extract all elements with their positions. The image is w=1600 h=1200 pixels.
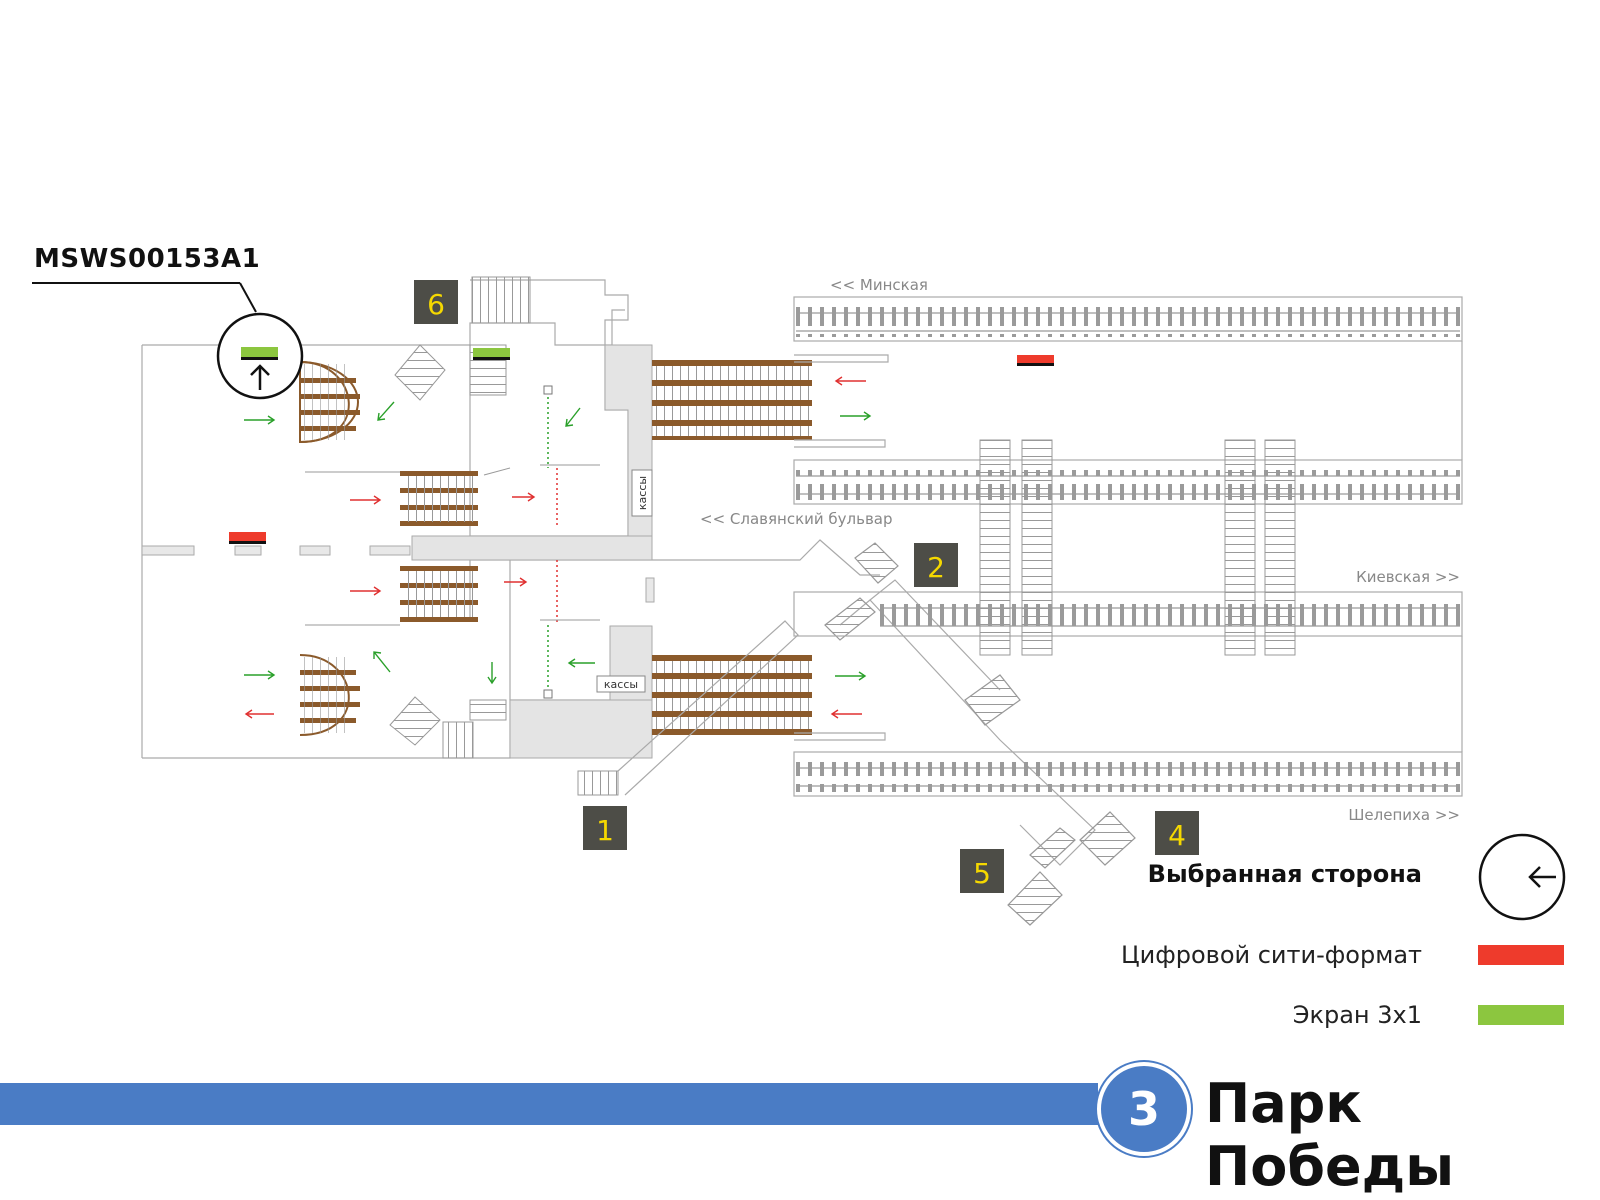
exit-6-box: 6 [414,280,458,324]
legend-screen-label: Экран 3х1 [1292,1001,1422,1029]
ad-digital-city-format-hall [229,532,266,544]
svg-text:6: 6 [427,288,445,321]
metro-line-bar [0,1083,1098,1125]
escalator-block-mid-lower [400,566,478,622]
escalator-semicircle-top [299,360,360,444]
escalator-block-mid-upper [400,471,478,526]
exit-2-box: 2 [914,543,958,587]
turnstiles [305,385,600,699]
arrow-up-icon [250,364,270,390]
legend-selected-side: Выбранная сторона [1147,860,1422,888]
escalator-block-platform-lower [652,655,812,735]
kassy-label-lower: кассы [604,678,638,691]
platform-outline [793,296,1463,797]
exit-5-box: 5 [960,849,1004,893]
selected-panel-marker [32,282,304,400]
tracks [796,307,1460,792]
legend-digital-label: Цифровой сити-формат [1121,941,1422,969]
panel-code: MSWS00153A1 [34,244,261,274]
direction-slavyansky-bulvar: << Славянский бульвар [700,510,893,528]
escalator-block-platform-upper [652,360,812,440]
exit-passages [617,542,1136,926]
cross-platform-stairs [979,439,1296,656]
direction-shelepikha: Шелепиха >> [1348,806,1460,824]
arrow-left-icon [1528,866,1556,888]
exit-1-box: 1 [583,806,627,850]
kassy-label-upper: кассы [636,476,649,510]
station-name: Парк Победы [1205,1072,1455,1198]
flow-arrows [244,376,872,719]
svg-text:1: 1 [596,814,614,847]
ticket-offices: кассы кассы [596,469,653,693]
line-number-badge: 3 [1097,1062,1191,1156]
escalator-semicircle-bottom [299,654,360,736]
legend-screen-swatch [1478,1005,1564,1025]
ad-screen-3x1-stairs [473,348,510,360]
svg-text:4: 4 [1168,819,1186,852]
stairs [389,276,619,796]
direction-kievskaya: Киевская >> [1356,568,1460,586]
exit-4-box: 4 [1155,811,1199,855]
legend-digital-swatch [1478,945,1564,965]
direction-minskaya: << Минская [830,276,928,294]
svg-text:2: 2 [927,551,945,584]
selected-side-marker [1478,833,1566,921]
svg-text:5: 5 [973,857,991,890]
partition [141,545,655,603]
ad-digital-city-format-platform [1017,355,1054,366]
service-areas [411,344,653,759]
